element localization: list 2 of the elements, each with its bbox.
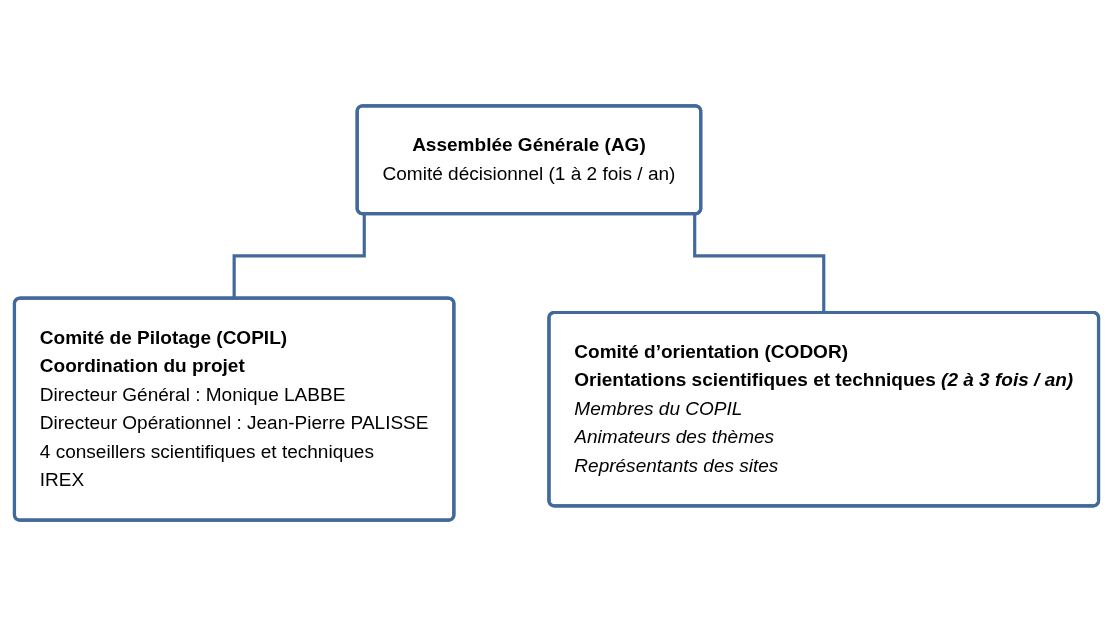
rounded-node: Comité de Pilotage (COPIL) Coordination du projet Directeur Général : Monique LABBE Directeur Opérationnel : Jean-Pierre PALISSE 4 conseillers scientifiques et techniques IREX [12, 296, 456, 522]
rounded-node: Assemblée Générale (AG) Comité décisionnel (1 à 2 fois / an) [355, 104, 703, 216]
